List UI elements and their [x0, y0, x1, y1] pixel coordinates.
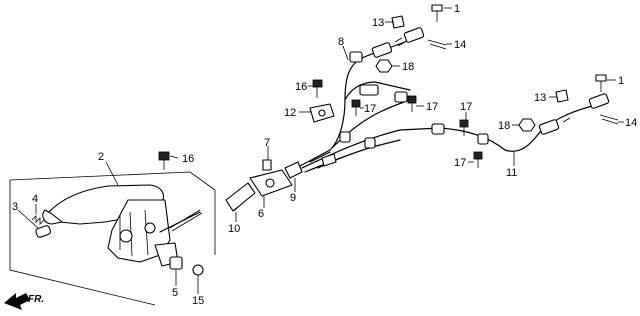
part-17-bolt-c	[459, 119, 469, 136]
part-17-bolt-a	[351, 99, 361, 116]
callout-9: 9	[290, 192, 296, 204]
part-16-bolt-upper	[312, 79, 323, 98]
part-1-bolt-lower	[595, 74, 607, 92]
callout-17-b: 17	[426, 101, 438, 113]
callout-2: 2	[98, 151, 104, 163]
part-18-nut-lower	[518, 118, 536, 132]
part-12-bracket	[309, 103, 335, 123]
callout-1-lower: 1	[618, 75, 624, 87]
callout-16-lever: 16	[182, 153, 194, 165]
part-3-knob	[35, 225, 51, 238]
part-14-clip-upper	[427, 39, 447, 50]
callout-12: 12	[284, 107, 296, 119]
part-15-bolt	[192, 264, 204, 290]
part-17-bolt-d	[473, 151, 483, 168]
part-6-equalizer	[249, 169, 293, 197]
cable-11	[301, 93, 610, 173]
lever-assembly-frame	[9, 171, 216, 306]
callout-17-d: 17	[454, 157, 466, 169]
callout-14-lower: 14	[625, 117, 637, 129]
callout-13-upper: 13	[372, 17, 384, 29]
direction-label: FR.	[28, 294, 44, 305]
callout-10: 10	[228, 223, 240, 235]
callout-4: 4	[32, 193, 38, 205]
part-9-adjuster	[284, 149, 331, 179]
callout-16-upper: 16	[295, 81, 307, 93]
callout-18-lower: 18	[498, 120, 510, 132]
parking-brake-lever	[42, 184, 203, 267]
callout-14-upper: 14	[454, 39, 466, 51]
callout-17-a: 17	[364, 103, 376, 115]
callout-18-upper: 18	[402, 61, 414, 73]
part-13-clip-upper	[391, 15, 405, 29]
callouts: 2 16 4 3 5 15 7 6 9 10 8 11 12 13 13 1 1…	[12, 3, 637, 307]
callout-13-lower: 13	[534, 92, 546, 104]
callout-11: 11	[506, 167, 517, 179]
leader-lines	[17, 7, 624, 294]
callout-17-c: 17	[460, 101, 472, 113]
cable-8	[329, 27, 425, 151]
part-16-bolt	[158, 151, 170, 170]
part-1-bolt-upper	[431, 4, 443, 22]
front-direction-arrow: FR.	[4, 293, 44, 310]
part-10-spring	[225, 182, 256, 212]
part-7-pin	[262, 159, 272, 171]
callout-3: 3	[12, 201, 18, 213]
callout-15: 15	[192, 295, 204, 307]
part-5-switch	[169, 256, 183, 282]
part-17-bolt-b	[407, 95, 417, 112]
part-13-clip-lower	[555, 89, 569, 103]
callout-1-upper: 1	[454, 3, 460, 15]
callout-6: 6	[258, 208, 264, 220]
part-14-clip-lower	[599, 114, 619, 125]
part-18-nut-upper	[375, 59, 393, 73]
callout-5: 5	[172, 287, 178, 299]
part-4-spring	[31, 215, 45, 225]
callout-8: 8	[338, 36, 344, 48]
callout-7: 7	[264, 137, 270, 149]
